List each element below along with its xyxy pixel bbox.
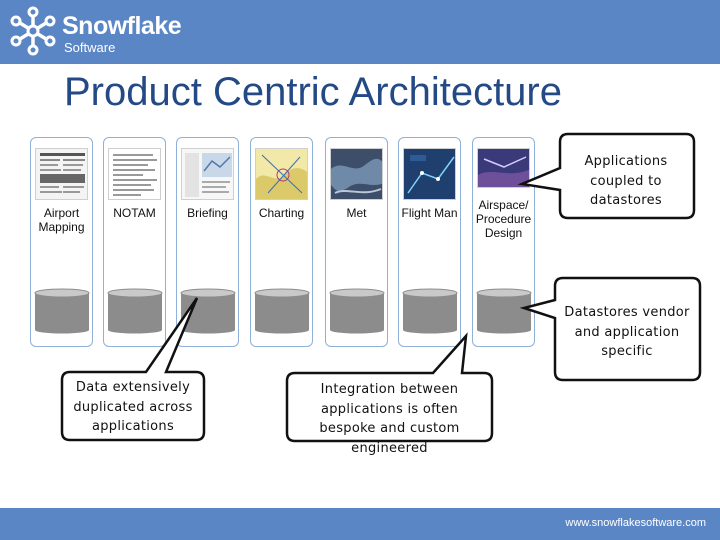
brand-name: Snowflake — [62, 12, 182, 40]
charting-thumbnail — [255, 148, 308, 200]
column-label: Charting — [258, 206, 305, 220]
application-column-notam: NOTAM — [103, 137, 166, 347]
footer-bar: www.snowflakesoftware.com — [0, 508, 720, 540]
page-title: Product Centric Architecture — [64, 70, 562, 114]
callout-integration-text: Integration between applications is ofte… — [319, 382, 460, 456]
application-column-airport-mapping: Airport Mapping — [30, 137, 93, 347]
application-column-charting: Charting — [250, 137, 313, 347]
brand-logo[interactable]: Snowflake Software — [8, 6, 188, 58]
column-label: Airport Mapping — [38, 206, 85, 234]
datastore-cylinder-icon — [476, 288, 532, 334]
column-label: Airspace/ Procedure Design — [475, 198, 532, 240]
datastore-cylinder-icon — [329, 288, 385, 334]
notam-thumbnail — [108, 148, 161, 200]
application-column-flight-man: Flight Man — [398, 137, 461, 347]
snowflake-logo-icon — [10, 6, 56, 56]
callout-datastores-text: Datastores vendor and application specif… — [564, 305, 690, 359]
callout-applications-text: Applications coupled to datastores — [584, 154, 668, 208]
datastore-cylinder-icon — [254, 288, 310, 334]
footer-url-link[interactable]: www.snowflakesoftware.com — [565, 517, 706, 529]
briefing-thumbnail — [181, 148, 234, 200]
application-column-met: Met — [325, 137, 388, 347]
datastore-cylinder-icon — [107, 288, 163, 334]
datastore-cylinder-icon — [402, 288, 458, 334]
column-label: Briefing — [187, 206, 228, 220]
brand-subtitle: Software — [64, 40, 116, 55]
column-label: Met — [346, 206, 367, 220]
airspace-design-thumbnail — [477, 148, 530, 188]
application-column-briefing: Briefing — [176, 137, 239, 347]
datastore-cylinder-icon — [180, 288, 236, 334]
datastore-cylinder-icon — [34, 288, 90, 334]
column-label: Flight Man — [401, 206, 458, 220]
airport-mapping-thumbnail — [35, 148, 88, 200]
column-label: NOTAM — [113, 206, 156, 220]
callout-duplicated-text: Data extensively duplicated across appli… — [73, 380, 193, 434]
application-column-airspace-procedure-design: Airspace/ Procedure Design — [472, 137, 535, 347]
header-bar: Snowflake Software — [0, 0, 720, 64]
flight-man-thumbnail — [403, 148, 456, 200]
met-thumbnail — [330, 148, 383, 200]
